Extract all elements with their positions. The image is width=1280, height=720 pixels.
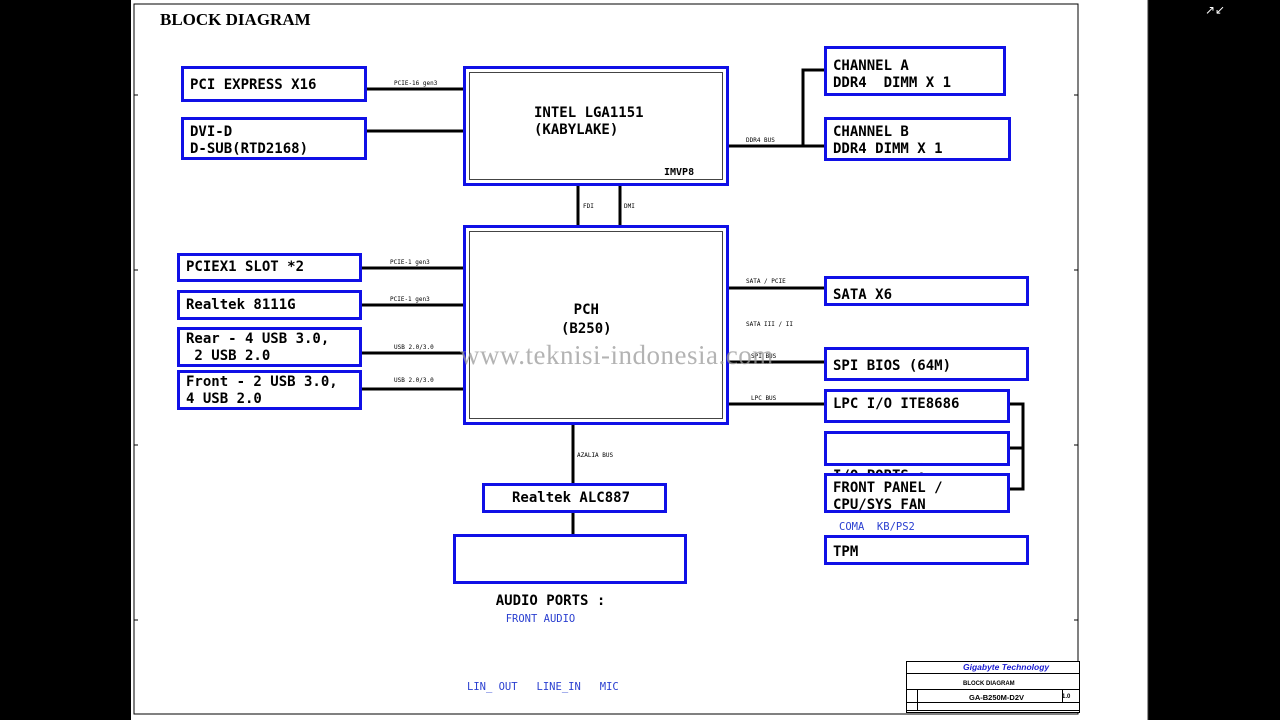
- audio-ports-sub1: FRONT AUDIO: [505, 613, 576, 625]
- dvi-dsub-block: DVI-D D-SUB(RTD2168): [181, 117, 367, 160]
- bus-label-pcie1b: PCIE-1 gen3: [390, 296, 430, 303]
- bus-label-spi: SPI BUS: [751, 353, 777, 360]
- title-block: Gigabyte Technology BLOCK DIAGRAM GA-B25…: [906, 661, 1080, 713]
- io-ports-block: I/O PORTS : COMA KB/PS2: [824, 431, 1010, 533]
- cpu-vr-label: IMVP8: [664, 167, 695, 178]
- audio-ports-sub2: LIN_ OUT LINE_IN MIC: [467, 681, 619, 693]
- audio-ports-block: AUDIO PORTS : FRONT AUDIO LIN_ OUT LINE_…: [453, 534, 687, 693]
- bus-label-usb-a: USB 2.0/3.0: [394, 344, 434, 351]
- cpu-block: INTEL LGA1151 (KABYLAKE) IMVP8: [463, 66, 729, 186]
- company-name: Gigabyte Technology: [963, 662, 1050, 672]
- bus-label-fdi: FDI: [583, 203, 594, 210]
- expand-icon[interactable]: ↗↙: [1205, 3, 1226, 17]
- channel-b-block: CHANNEL B DDR4 DIMM X 1: [824, 117, 1011, 161]
- tpm-block: TPM: [824, 535, 1029, 565]
- realtek-alc887-block: Realtek ALC887: [482, 483, 667, 513]
- pciex1-slot-block: PCIEX1 SLOT *2: [177, 253, 362, 282]
- revision: 1.0: [1062, 694, 1071, 700]
- bus-label-sata-pcie: SATA / PCIE: [746, 278, 786, 285]
- channel-a-block: CHANNEL A DDR4 DIMM X 1: [824, 46, 1006, 96]
- pch-block: PCH (B250): [463, 225, 729, 425]
- lpc-io-block: LPC I/O ITE8686: [824, 389, 1010, 423]
- bus-label-pcie16: PCIE-16 gen3: [394, 80, 438, 87]
- bus-label-ddr4: DDR4 BUS: [746, 137, 775, 144]
- spi-bios-block: SPI BIOS (64M): [824, 347, 1029, 381]
- bus-label-sata-ver: SATA III / II: [746, 321, 793, 328]
- realtek-lan-block: Realtek 8111G: [177, 290, 362, 320]
- front-usb-block: Front - 2 USB 3.0, 4 USB 2.0: [177, 370, 362, 410]
- audio-ports-label: AUDIO PORTS :: [495, 593, 606, 609]
- rear-usb-block: Rear - 4 USB 3.0, 2 USB 2.0: [177, 327, 362, 367]
- watermark: www.teknisi-indonesia.com: [460, 340, 774, 370]
- model-number: GA-B250M-D2V: [969, 693, 1025, 702]
- page-title: BLOCK DIAGRAM: [160, 10, 311, 29]
- bus-label-pcie1a: PCIE-1 gen3: [390, 259, 430, 266]
- io-ports-sub: COMA KB/PS2: [839, 521, 915, 533]
- sheet-title: BLOCK DIAGRAM: [963, 681, 1015, 687]
- front-panel-block: FRONT PANEL / CPU/SYS FAN: [824, 473, 1010, 513]
- bus-label-lpc: LPC BUS: [751, 395, 777, 402]
- sata-block: SATA X6: [824, 276, 1029, 306]
- bus-label-dmi: DMI: [624, 203, 635, 210]
- bus-label-azalia: AZALIA BUS: [577, 452, 614, 459]
- pch-label: PCH (B250): [561, 302, 612, 337]
- pcie-x16-block: PCI EXPRESS X16: [181, 66, 367, 102]
- cpu-label: INTEL LGA1151 (KABYLAKE): [534, 105, 644, 138]
- bus-label-usb-b: USB 2.0/3.0: [394, 377, 434, 384]
